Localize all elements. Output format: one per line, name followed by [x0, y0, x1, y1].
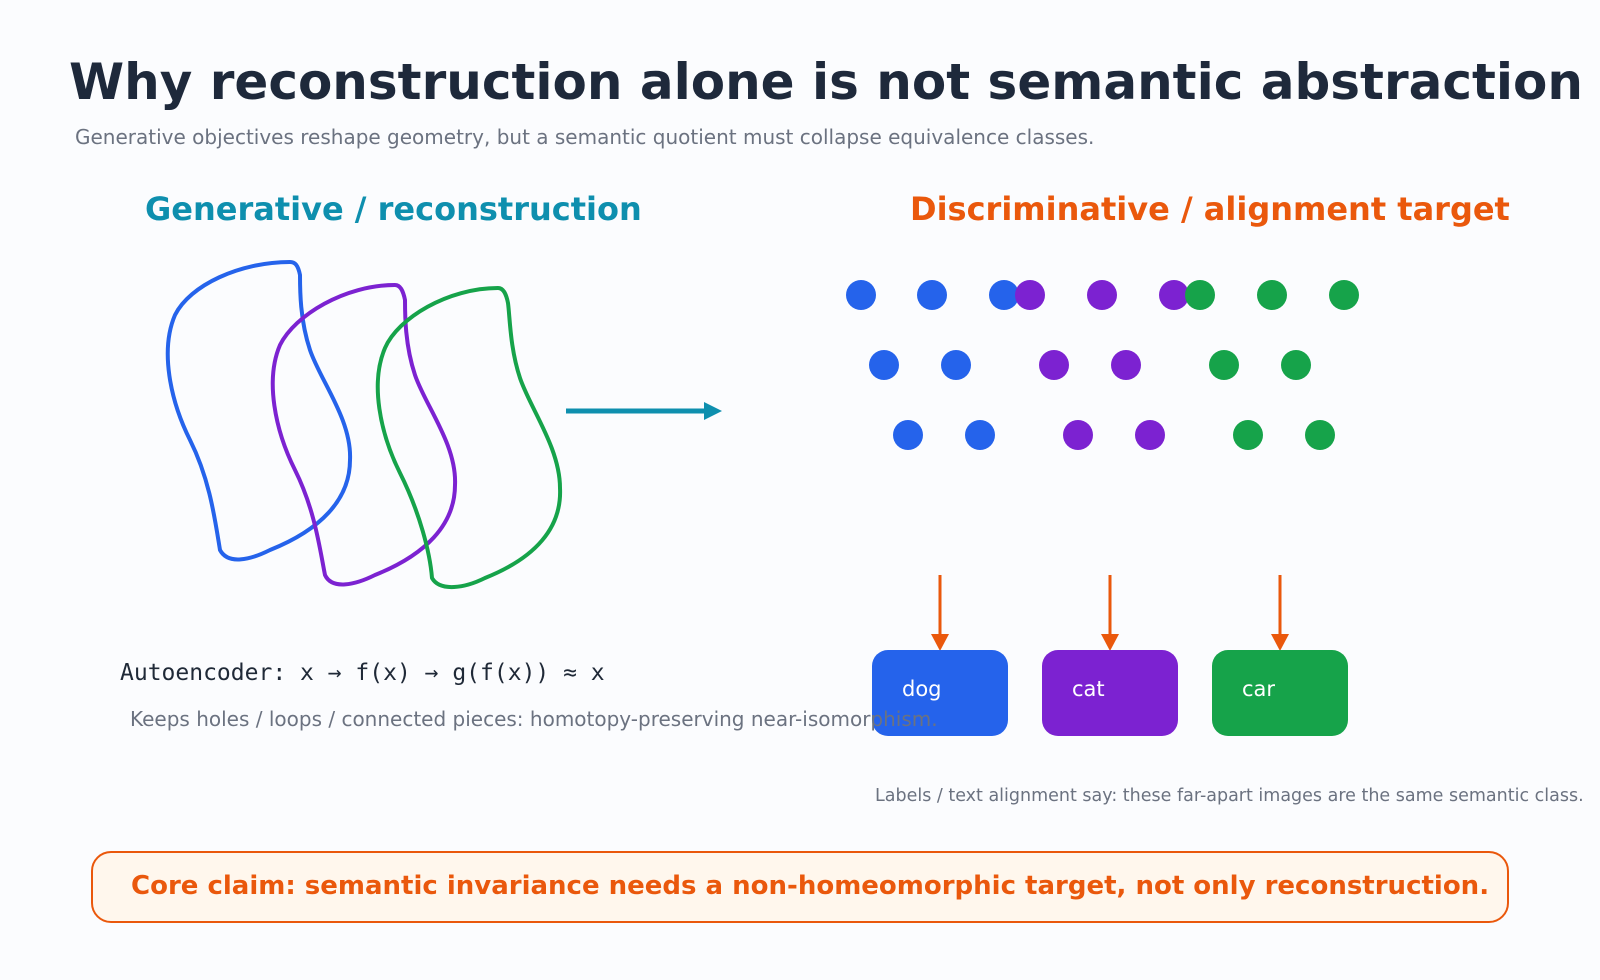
dot [965, 420, 995, 450]
purple-dots [1015, 280, 1189, 450]
page-subtitle: Generative objectives reshape geometry, … [75, 125, 1095, 149]
dot [1233, 420, 1263, 450]
dot [1185, 280, 1215, 310]
dot [989, 280, 1019, 310]
dot [893, 420, 923, 450]
transform-arrow-head [704, 402, 722, 420]
dot [1039, 350, 1069, 380]
page-title: Why reconstruction alone is not semantic… [69, 53, 1583, 111]
green-manifold [375, 286, 563, 589]
dot [1135, 420, 1165, 450]
dot [1329, 280, 1359, 310]
core-claim: Core claim: semantic invariance needs a … [131, 871, 1490, 901]
label-dog: dog [902, 677, 942, 701]
blue-dots [846, 280, 1019, 450]
arrow-car-head [1271, 634, 1289, 651]
dot [1015, 280, 1045, 310]
dot [846, 280, 876, 310]
alignment-note: Labels / text alignment say: these far-a… [875, 786, 1584, 806]
green-dots [1185, 280, 1359, 450]
dot [941, 350, 971, 380]
label-arrows [931, 575, 1289, 651]
label-box-car: car [1212, 650, 1348, 736]
purple-manifold [270, 283, 458, 587]
core-claim-box: Core claim: semantic invariance needs a … [91, 851, 1509, 923]
label-box-dog: dog [872, 650, 1008, 736]
dot [1087, 280, 1117, 310]
dot [1305, 420, 1335, 450]
dot [1257, 280, 1287, 310]
dot [917, 280, 947, 310]
label-car: car [1242, 677, 1276, 701]
dot [1063, 420, 1093, 450]
label-box-cat: cat [1042, 650, 1178, 736]
dot [869, 350, 899, 380]
arrow-dog-head [931, 634, 949, 651]
dot [1281, 350, 1311, 380]
dot [1209, 350, 1239, 380]
discriminative-heading: Discriminative / alignment target [910, 190, 1510, 228]
autoencoder-formula: Autoencoder: x → f(x) → g(f(x)) ≈ x [120, 660, 605, 686]
generative-note: Keeps holes / loops / connected pieces: … [130, 707, 938, 731]
arrow-cat-head [1101, 634, 1119, 651]
generative-heading: Generative / reconstruction [145, 190, 642, 228]
dot [1159, 280, 1189, 310]
label-cat: cat [1072, 677, 1105, 701]
dot [1111, 350, 1141, 380]
